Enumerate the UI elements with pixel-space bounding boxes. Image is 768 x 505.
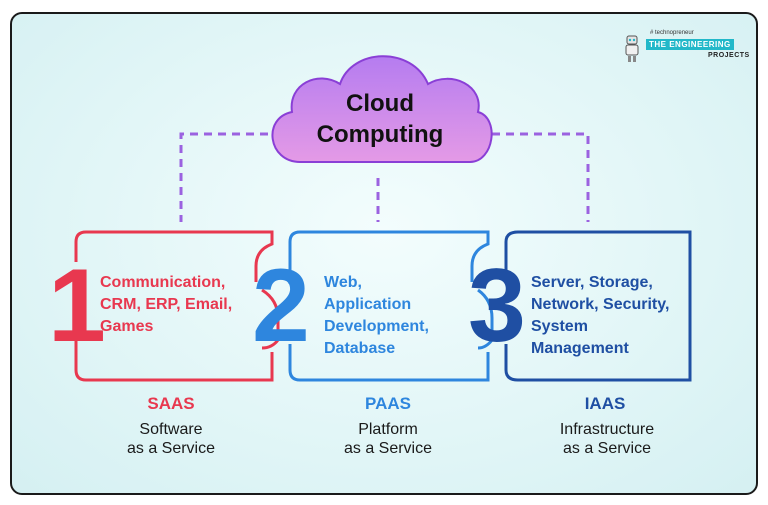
iaas-desc-line1: Infrastructure [559,421,655,438]
connector-to-iaas [478,132,590,222]
iaas-examples: Server, Storage, Network, Security, Syst… [531,272,669,360]
card-saas-inner [261,288,280,350]
logo-name: THE ENGINEERING [646,39,734,50]
saas-number: 1 [48,248,106,364]
iaas-desc-line2: as a Service [562,440,652,457]
saas-label: SAAS [147,394,195,413]
saas-desc-line1: Software [139,421,203,438]
card-saas-outline [74,230,274,382]
card-paas-outline [288,230,490,382]
saas-example-line: CRM, ERP, Email, [100,296,233,313]
brand-logo: # technopreneur THE ENGINEERING PROJECTS [620,30,750,66]
iaas-example-line: Network, Security, [531,296,670,313]
cloud-shape [271,55,493,163]
saas-desc-line2: as a Service [126,440,216,457]
iaas-description: Infrastructure as a Service [527,420,687,458]
paas-example-line: Database [324,340,396,357]
paas-example-line: Development, [324,318,429,335]
cloud-title-line1: Cloud [346,90,414,117]
iaas-label: IAAS [584,394,626,413]
iaas-example-line: Management [531,340,629,357]
saas-example-line: Communication, [100,274,226,291]
logo-subtitle: PROJECTS [708,52,750,59]
saas-description: Software as a Service [91,420,251,458]
connector-lines [179,132,590,222]
robot-icon [625,35,639,62]
paas-examples: Web, Application Development, Database [324,272,429,360]
paas-example-line: Web, [324,274,362,291]
paas-label: PAAS [365,394,411,413]
cloud-title: Cloud Computing [290,88,470,150]
iaas-number: 3 [468,248,526,364]
iaas-example-line: System [531,318,588,335]
iaas-example-line: Server, Storage, [531,274,653,291]
card-paas-inner [477,288,494,350]
saas-example-line: Games [100,318,154,335]
paas-number: 2 [252,248,310,364]
paas-description: Platform as a Service [308,420,468,458]
cloud-title-line2: Computing [316,121,444,148]
paas-desc-line2: as a Service [343,440,433,457]
card-iaas-outline [504,230,692,382]
connector-to-saas [179,132,282,222]
paas-desc-line1: Platform [358,421,418,438]
paas-example-line: Application [324,296,412,313]
logo-tagline: # technopreneur [650,30,694,36]
saas-examples: Communication, CRM, ERP, Email, Games [100,272,232,338]
